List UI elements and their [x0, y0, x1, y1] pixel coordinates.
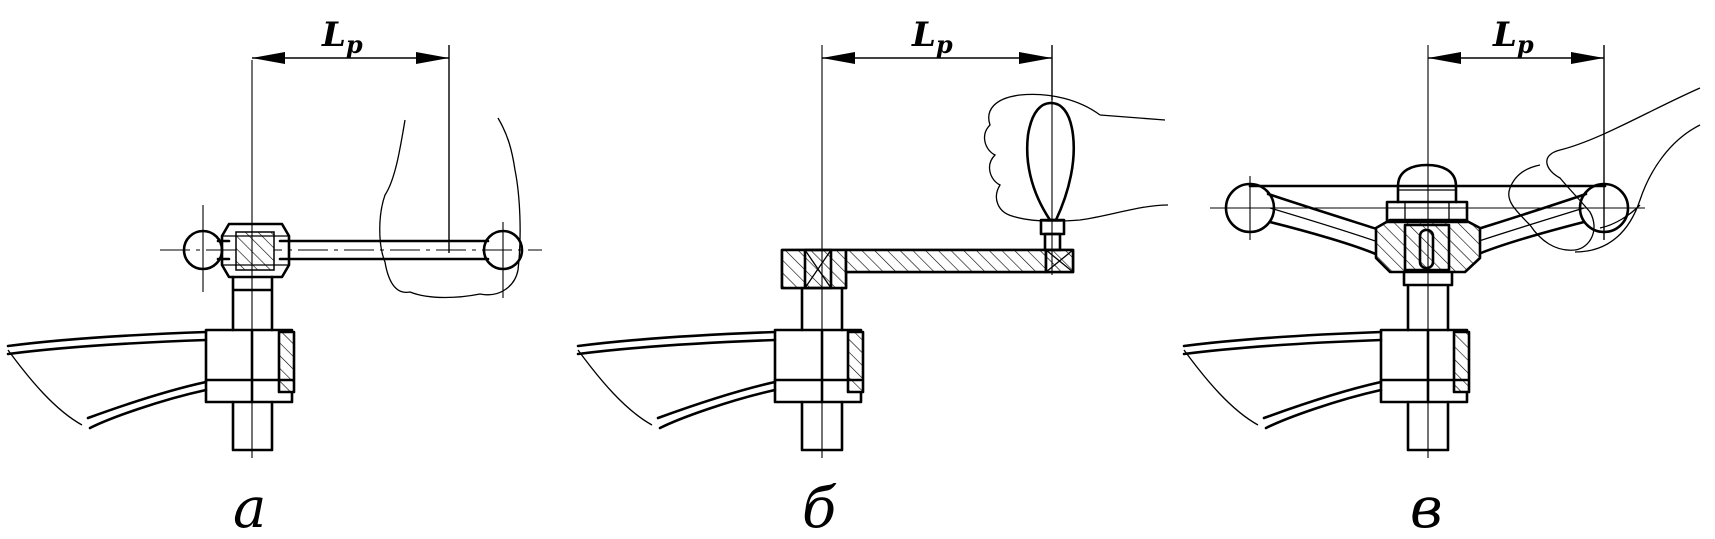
- cap-nut-dome: [1396, 163, 1458, 204]
- machine-body-v: [1182, 330, 1383, 430]
- crank-arm-flat: [844, 248, 1048, 274]
- spoke-left: [1266, 192, 1382, 257]
- lever-bar-a: [216, 239, 490, 261]
- caption-a: а: [233, 476, 266, 539]
- machine-contour-b: [577, 349, 653, 426]
- crank-hub: [780, 248, 848, 290]
- dim-arrow-left-a: [252, 52, 285, 64]
- bearing-bushing-a: [277, 330, 296, 394]
- handwheel-nut: [1385, 200, 1469, 224]
- hand-outline-a: [379, 117, 521, 299]
- bearing-bushing-v: [1452, 330, 1471, 394]
- machine-body-b: [576, 330, 777, 430]
- panel-b: Lp б: [576, 15, 1169, 539]
- caption-b: б: [802, 476, 837, 539]
- dimension-label-v: Lp: [1492, 15, 1534, 59]
- hub-bore-cross: [804, 249, 832, 289]
- dim-arrow-left-v: [1428, 52, 1461, 64]
- machine-body-a: [6, 330, 208, 430]
- hub-key: [1403, 223, 1451, 272]
- caption-v: в: [1410, 476, 1443, 539]
- dim-arrow-right-a: [416, 52, 449, 64]
- hub-nut-a: [220, 222, 291, 279]
- spoke-right: [1473, 192, 1588, 257]
- panel-a: Lp а: [6, 15, 542, 539]
- hand-outline-b: [983, 93, 1169, 222]
- dim-arrow-right-b: [1019, 52, 1052, 64]
- hub-keyway: [1418, 228, 1435, 270]
- bearing-bushing-b: [846, 330, 865, 394]
- crank-hub-bore: [803, 248, 833, 290]
- hub-nut-hatch: [235, 231, 275, 271]
- machine-contour-a: [7, 349, 83, 426]
- dimension-label-a: Lp: [321, 15, 363, 59]
- panel-v: Lp в: [1182, 15, 1701, 539]
- dim-arrow-right-v: [1571, 52, 1604, 64]
- crank-knob-handle: [1025, 101, 1076, 222]
- machine-contour-v: [1183, 349, 1259, 426]
- dim-arrow-left-b: [822, 52, 855, 64]
- dimension-label-b: Lp: [911, 15, 953, 59]
- hand-outline-v: [1508, 87, 1701, 253]
